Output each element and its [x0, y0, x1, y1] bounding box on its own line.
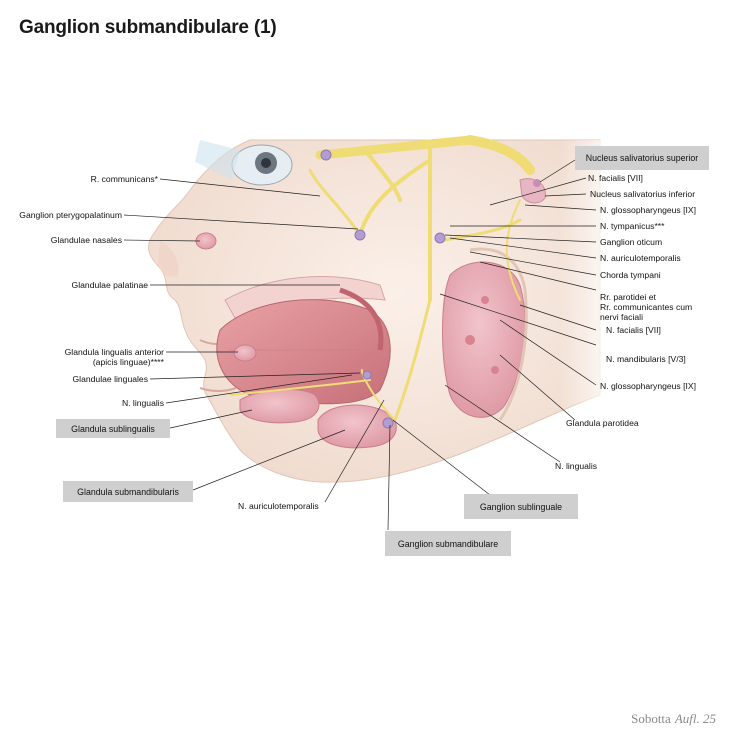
label-rr-communicantes: Rr. communicantes cum	[600, 302, 693, 312]
label-r-communicans: R. communicans*	[90, 174, 158, 184]
label-nucleus-salivatorius-superior: Nucleus salivatorius superior	[575, 146, 709, 170]
footer-brand: Sobotta	[631, 711, 671, 726]
label-n-glossopharyngeus-lower: N. glossopharyngeus [IX]	[600, 381, 697, 391]
label-n-tympanicus: N. tympanicus***	[600, 221, 665, 231]
label-nucleus-salivatorius-inferior: Nucleus salivatorius inferior	[590, 189, 696, 199]
label-ganglion-pterygopalatinum: Ganglion pterygopalatinum	[19, 210, 122, 220]
label-nervi-faciali: nervi faciali	[600, 312, 643, 322]
nerve-branches	[229, 135, 535, 422]
label-n-glossopharyngeus-top: N. glossopharyngeus [IX]	[600, 205, 697, 215]
label-glandulae-nasales: Glandulae nasales	[50, 235, 122, 245]
label-glandula-parotidea: Glandula parotidea	[566, 418, 639, 428]
label-n-auriculotemporalis-bottom: N. auriculotemporalis	[238, 501, 319, 511]
label-glandula-lingualis-anterior: Glandula lingualis anterior	[64, 347, 164, 357]
label-n-mandibularis: N. mandibularis [V/3]	[606, 354, 686, 364]
label-glandula-sublingualis: Glandula sublingualis	[56, 419, 170, 438]
label-glandula-submandibularis: Glandula submandibularis	[63, 481, 193, 502]
label-n-auriculotemporalis-right: N. auriculotemporalis	[600, 253, 681, 263]
label-chorda-tympani: Chorda tympani	[600, 270, 661, 280]
page-title: Ganglion submandibulare (1)	[19, 17, 277, 38]
label-n-lingualis-right: N. lingualis	[555, 461, 598, 471]
label-ganglion-submandibulare: Ganglion submandibulare	[385, 531, 511, 556]
label-rr-parotidei: Rr. parotidei et	[600, 292, 656, 302]
footer-edition: Aufl. 25	[674, 711, 716, 726]
label-ganglion-oticum: Ganglion oticum	[600, 237, 663, 247]
parotid-gland	[442, 247, 528, 421]
oral-cavity	[216, 276, 391, 405]
label-n-facialis-lower: N. facialis [VII]	[606, 325, 661, 335]
leader-lines	[123, 159, 597, 531]
ganglia	[320, 149, 541, 429]
label-glandulae-linguales: Glandulae linguales	[72, 374, 149, 384]
label-ganglion-sublinguale: Ganglion sublinguale	[464, 494, 578, 519]
label-glandulae-palatinae: Glandulae palatinae	[71, 280, 148, 290]
label-glandula-lingualis-anterior-sub: (apicis linguae)****	[92, 357, 164, 367]
label-n-lingualis-left: N. lingualis	[121, 398, 164, 408]
label-n-facialis-top: N. facialis [VII]	[588, 173, 643, 183]
eye-graphic	[195, 140, 293, 186]
